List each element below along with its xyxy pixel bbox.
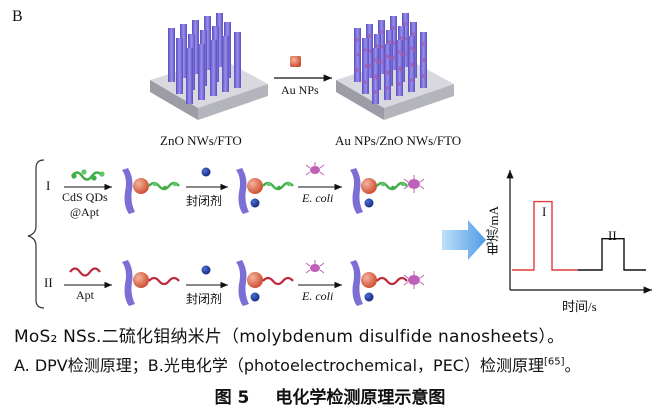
row-1-roman: I xyxy=(46,178,51,193)
au-zno-fto-caption: Au NPs/ZnO NWs/FTO xyxy=(335,133,462,148)
blocker-label-2: 封闭剂 xyxy=(186,292,223,306)
reagent-cds-line2: @Apt xyxy=(70,205,100,219)
result-arrow xyxy=(442,220,486,260)
reagent-apt: Apt xyxy=(76,288,94,302)
au-nps-label: Au NPs xyxy=(281,83,319,97)
au-np-arrow xyxy=(274,56,332,82)
row-2-pathway xyxy=(64,260,425,306)
diagram-canvas xyxy=(27,13,652,309)
ecoli-label-1: E. coli xyxy=(302,191,334,205)
caption-line-2: A. DPV检测原理；B.光电化学（photoelectrochemical，P… xyxy=(14,352,581,376)
zno-fto-caption: ZnO NWs/FTO xyxy=(160,133,242,148)
current-time-graph xyxy=(506,170,652,294)
caption-reference: [65] xyxy=(543,356,565,368)
graph-y-label: 电流/mA xyxy=(486,206,501,256)
figure-number: 图 5 xyxy=(214,388,250,408)
graph-x-label: 时间/s xyxy=(562,299,597,314)
figure-title: 图 5 电化学检测原理示意图 xyxy=(0,383,660,408)
ecoli-label-2: E. coli xyxy=(302,289,334,303)
au-zno-nanowire-array xyxy=(336,13,454,120)
figure-title-text: 电化学检测原理示意图 xyxy=(275,388,446,408)
peak-1-label: I xyxy=(542,204,547,219)
caption-line-2-end: 。 xyxy=(564,356,581,375)
blocker-label-1: 封闭剂 xyxy=(186,194,223,208)
reagent-cds-line1: CdS QDs xyxy=(62,190,108,204)
trace-ii xyxy=(578,237,646,271)
zno-nanowire-array xyxy=(150,13,268,120)
row-2-roman: II xyxy=(44,275,53,290)
row-1-pathway xyxy=(64,162,425,214)
peak-2-label: II xyxy=(608,228,617,243)
caption-line-2-main: A. DPV检测原理；B.光电化学（photoelectrochemical，P… xyxy=(14,356,544,375)
caption-line-1: MoS₂ NSs.二硫化钼纳米片（molybdenum disulfide na… xyxy=(14,327,565,347)
trace-i xyxy=(512,200,578,271)
panel-letter: B xyxy=(12,8,23,25)
left-brace xyxy=(27,159,45,309)
